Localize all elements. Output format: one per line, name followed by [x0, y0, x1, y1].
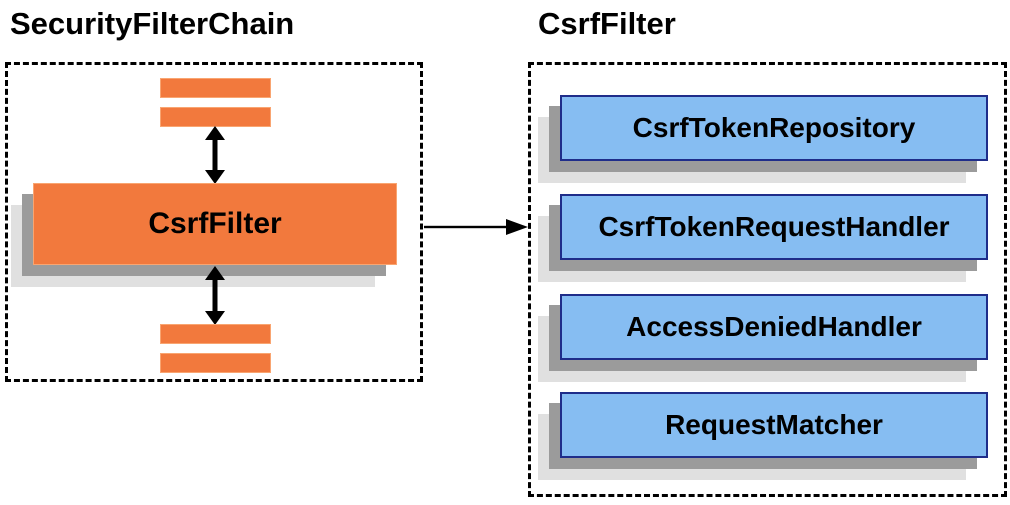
- flow-arrow-icon: [424, 219, 528, 235]
- filter-placeholder-bar: [160, 107, 271, 127]
- filter-placeholder-bar: [160, 78, 271, 98]
- component-box-access-denied-handler: AccessDeniedHandler: [560, 294, 988, 360]
- component-box-csrf-token-repository: CsrfTokenRepository: [560, 95, 988, 161]
- component-label: RequestMatcher: [665, 409, 883, 440]
- csrf-filter-box-label: CsrfFilter: [148, 207, 282, 240]
- component-label: CsrfTokenRepository: [632, 112, 916, 143]
- csrf-filter-title: CsrfFilter: [538, 6, 676, 41]
- bidirectional-arrow-icon: [205, 126, 225, 184]
- component-box-csrf-token-request-handler: CsrfTokenRequestHandler: [560, 194, 988, 260]
- csrf-filter-box: CsrfFilter: [33, 183, 397, 265]
- security-filter-chain-panel: [5, 62, 423, 382]
- csrf-filter-components-panel: [528, 62, 1007, 497]
- security-filter-chain-title: SecurityFilterChain: [10, 6, 295, 41]
- filter-placeholder-bar: [160, 353, 271, 373]
- component-label: CsrfTokenRequestHandler: [598, 211, 950, 242]
- bidirectional-arrow-icon: [205, 266, 225, 325]
- component-label: AccessDeniedHandler: [626, 311, 922, 342]
- filter-placeholder-bar: [160, 324, 271, 344]
- component-box-request-matcher: RequestMatcher: [560, 392, 988, 458]
